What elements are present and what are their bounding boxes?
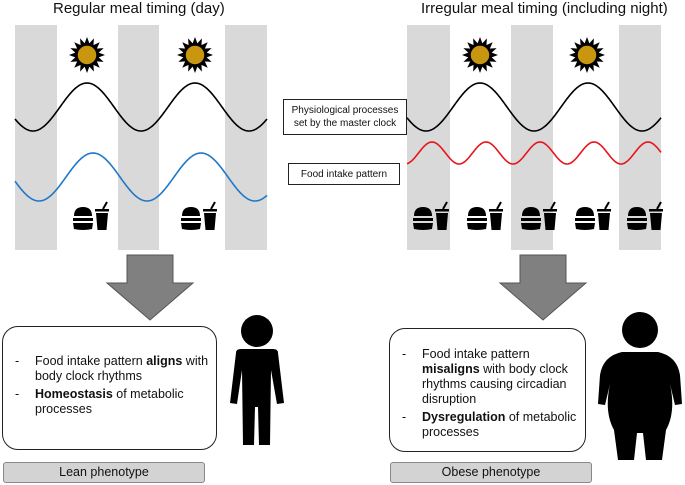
legend-food-intake: Food intake pattern: [288, 163, 400, 185]
legend-physiological-processes: Physiological processes set by the maste…: [283, 99, 407, 135]
master-clock-wave-right: [406, 82, 662, 132]
left-outcome-box: Food intake pattern aligns with body clo…: [2, 326, 217, 450]
down-arrow-right: [498, 254, 588, 321]
right-outcome-item-2: Dysregulation of metabolic processes: [390, 410, 585, 440]
down-arrow-left: [105, 254, 195, 321]
legend-food-intake-label: Food intake pattern: [300, 169, 388, 180]
sun-icon: [461, 36, 499, 74]
sun-icon: [176, 36, 214, 74]
sun-icon: [568, 36, 606, 74]
legend-physiological-label: Physiological processes set by the maste…: [291, 105, 399, 129]
right-outcome-box: Food intake pattern misaligns with body …: [389, 328, 586, 452]
lean-phenotype-label: Lean phenotype: [3, 462, 205, 483]
person-silhouette-icon: [230, 315, 284, 445]
right-outcome-item-1: Food intake pattern misaligns with body …: [390, 347, 585, 407]
left-night-bands: [15, 25, 267, 250]
person-silhouette-icon: [598, 312, 682, 460]
master-clock-wave-left: [14, 82, 268, 132]
left-outcome-item-1: Food intake pattern aligns with body clo…: [3, 354, 216, 384]
burger-and-drink-icon: [466, 201, 504, 231]
left-panel-title: Regular meal timing (day): [53, 0, 225, 17]
right-panel-title: Irregular meal timing (including night): [421, 0, 668, 17]
burger-and-drink-icon: [72, 201, 110, 231]
food-intake-wave-regular: [14, 152, 268, 202]
left-outcome-item-2: Homeostasis of metabolic processes: [3, 387, 216, 417]
burger-and-drink-icon: [574, 201, 612, 231]
obese-phenotype-label: Obese phenotype: [390, 462, 592, 483]
burger-and-drink-icon: [180, 201, 218, 231]
sun-icon: [68, 36, 106, 74]
food-intake-wave-irregular: [406, 141, 662, 165]
